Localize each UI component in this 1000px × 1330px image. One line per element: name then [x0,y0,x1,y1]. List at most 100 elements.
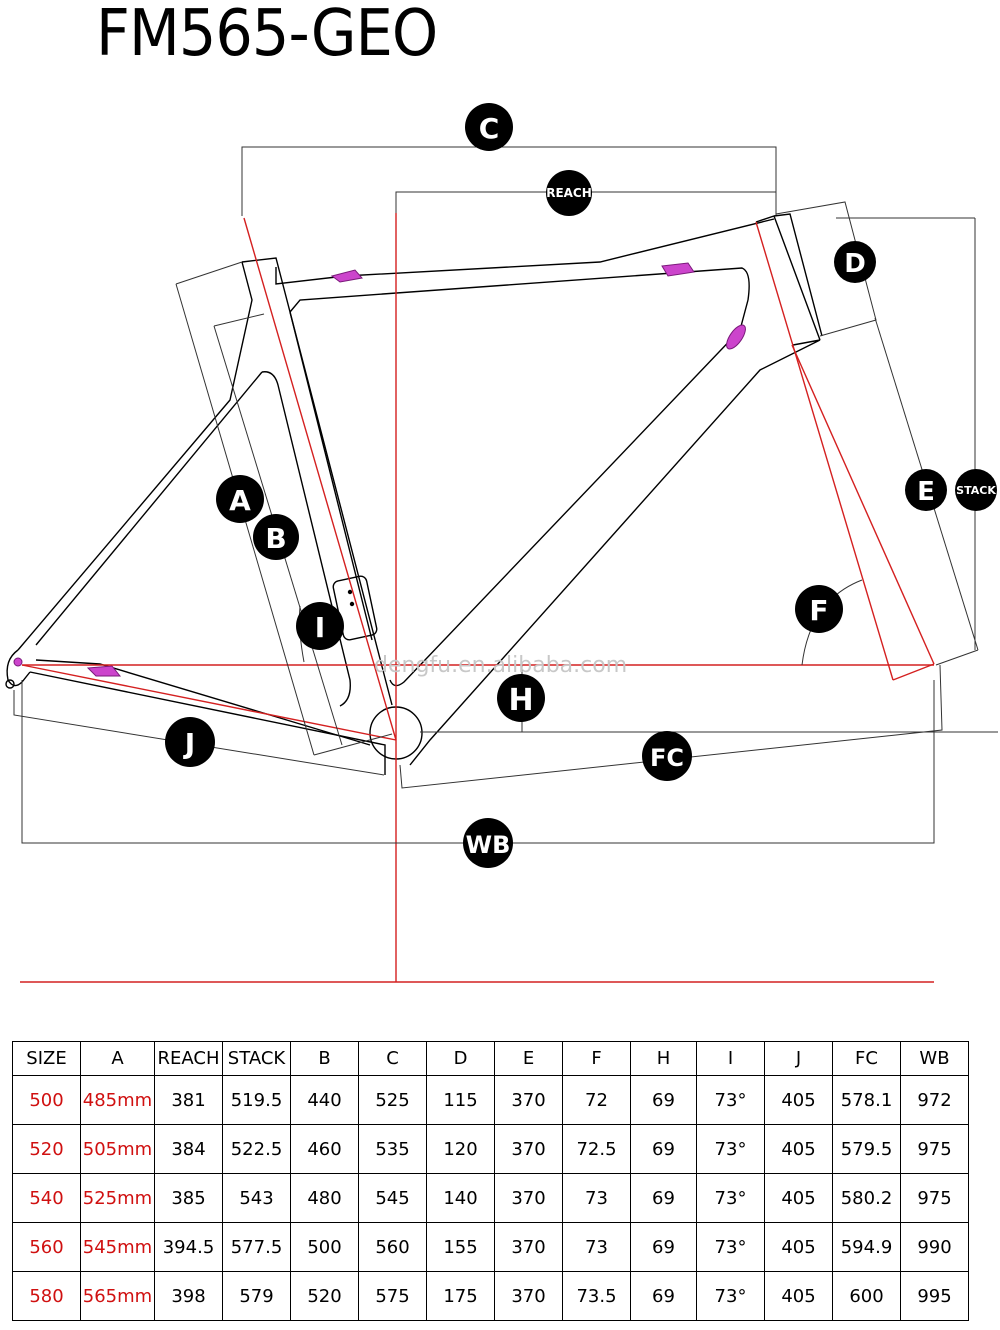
label-bubbles: C REACH D E STACK A B I [165,103,997,868]
column-header: E [494,1041,563,1076]
label-wb-marker: WB [463,818,513,868]
column-header: C [358,1041,427,1076]
table-cell: 73.5 [562,1271,631,1321]
frame-outline [5,213,823,775]
cable-ports [13,262,746,677]
table-cell: 384 [154,1124,223,1174]
table-cell: 69 [630,1173,697,1223]
table-cell: 543 [222,1173,291,1223]
table-cell: 575 [358,1271,427,1321]
svg-text:C: C [479,112,500,145]
watermark: dengfu.en.alibaba.com [374,653,627,678]
svg-text:WB: WB [466,831,511,859]
svg-text:J: J [183,727,195,760]
label-f-marker: F [795,585,843,633]
table-cell: 600 [832,1271,901,1321]
table-cell: 385 [154,1173,223,1223]
label-i-marker: I [296,602,344,650]
table-cell: 73° [696,1124,765,1174]
table-cell: 560 [358,1222,427,1272]
table-cell: 394.5 [154,1222,223,1272]
svg-text:H: H [508,683,533,718]
column-header: REACH [154,1041,223,1076]
table-cell: 577.5 [222,1222,291,1272]
svg-text:F: F [809,594,828,627]
table-cell: 72.5 [562,1124,631,1174]
table-cell: 370 [494,1222,563,1272]
table-cell: 73° [696,1173,765,1223]
label-h-marker: H [497,674,545,722]
table-cell: 405 [764,1173,833,1223]
label-fc-marker: FC [642,731,692,781]
table-cell: 405 [764,1222,833,1272]
table-cell: 69 [630,1271,697,1321]
table-cell: 69 [630,1124,697,1174]
table-cell: 500 [12,1075,81,1125]
column-header: WB [900,1041,969,1076]
table-cell: 460 [290,1124,359,1174]
label-c-marker: C [465,103,513,151]
table-cell: 72 [562,1075,631,1125]
table-cell: 73 [562,1222,631,1272]
table-cell: 405 [764,1271,833,1321]
column-header: STACK [222,1041,291,1076]
table-cell: 580 [12,1271,81,1321]
table-cell: 73° [696,1222,765,1272]
table-cell: 520 [12,1124,81,1174]
table-cell: 73° [696,1271,765,1321]
table-cell: 115 [426,1075,495,1125]
label-d-marker: D [834,241,876,283]
table-cell: 120 [426,1124,495,1174]
table-cell: 69 [630,1222,697,1272]
table-cell: 69 [630,1075,697,1125]
column-header: A [80,1041,155,1076]
table-cell: 579 [222,1271,291,1321]
table-cell: 580.2 [832,1173,901,1223]
table-cell: 578.1 [832,1075,901,1125]
table-cell: 545 [358,1173,427,1223]
table-cell: 522.5 [222,1124,291,1174]
column-header: B [290,1041,359,1076]
table-cell: 140 [426,1173,495,1223]
table-cell: 73 [562,1173,631,1223]
svg-text:B: B [265,522,286,555]
table-cell: 995 [900,1271,969,1321]
table-cell: 565mm [80,1271,155,1321]
table-cell: 545mm [80,1222,155,1272]
table-cell: 535 [358,1124,427,1174]
column-header: J [764,1041,833,1076]
table-cell: 579.5 [832,1124,901,1174]
column-header: FC [832,1041,901,1076]
label-j-marker: J [165,717,215,767]
table-cell: 525mm [80,1173,155,1223]
table-cell: 480 [290,1173,359,1223]
table-cell: 175 [426,1271,495,1321]
table-cell: 520 [290,1271,359,1321]
table-cell: 500 [290,1222,359,1272]
column-header: I [696,1041,765,1076]
reference-lines [20,213,935,983]
column-header: H [630,1041,697,1076]
table-cell: 370 [494,1075,563,1125]
svg-text:D: D [844,249,866,279]
table-cell: 525 [358,1075,427,1125]
table-cell: 560 [12,1222,81,1272]
frame-geometry-diagram: dengfu.en.alibaba.com C REACH D E STACK … [5,103,998,983]
svg-text:E: E [917,477,935,507]
column-header: D [426,1041,495,1076]
label-a-marker: A [216,475,264,523]
table-cell: 440 [290,1075,359,1125]
svg-text:FC: FC [650,744,684,772]
label-b-marker: B [253,514,299,560]
column-header: F [562,1041,631,1076]
svg-text:REACH: REACH [546,186,592,200]
table-cell: 155 [426,1222,495,1272]
column-header: SIZE [12,1041,81,1076]
